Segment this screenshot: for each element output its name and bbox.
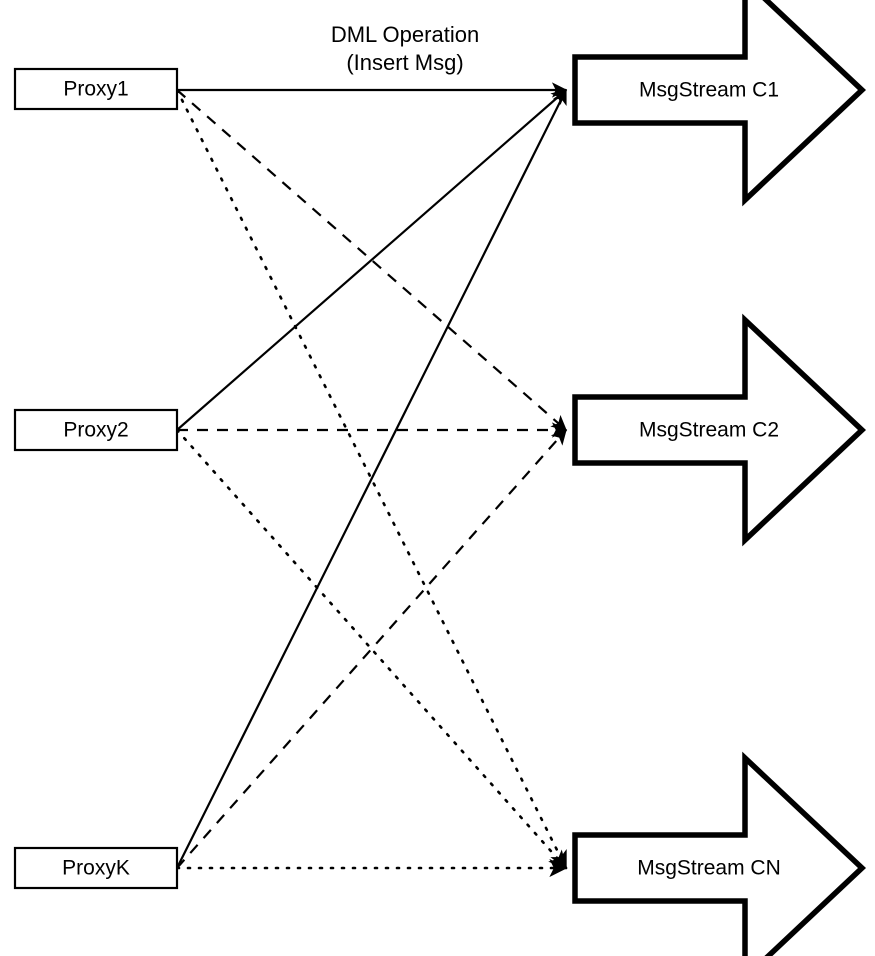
- edge-proxy2-to-msgstream-c1[interactable]: [176, 89, 567, 431]
- node-msgstream-cn[interactable]: MsgStream CN: [572, 751, 867, 956]
- dml-operation-caption: DML Operation (Insert Msg): [331, 22, 479, 75]
- msgstream-c2-arrow-shape[interactable]: [572, 313, 867, 547]
- edge-proxy1-to-msgstream-c2[interactable]: [176, 89, 567, 431]
- proxy1-label: Proxy1: [63, 78, 128, 101]
- proxyk-label: ProxyK: [62, 857, 130, 880]
- edge-proxyk-to-msgstream-c1[interactable]: [176, 88, 567, 869]
- msgstream-cn-arrow-shape[interactable]: [572, 751, 867, 956]
- dml-caption-line-2: (Insert Msg): [346, 50, 463, 75]
- node-proxy2[interactable]: Proxy2: [13, 408, 179, 452]
- edge-proxyk-to-msgstream-c2[interactable]: [176, 429, 567, 869]
- dml-caption-line-1: DML Operation: [331, 22, 479, 47]
- msgstream-c2-label: MsgStream C2: [639, 419, 779, 442]
- edge-proxy1-to-msgstream-cn[interactable]: [175, 88, 568, 870]
- node-proxy1[interactable]: Proxy1: [13, 67, 179, 111]
- node-msgstream-c2[interactable]: MsgStream C2: [572, 313, 867, 547]
- proxy2-label: Proxy2: [63, 419, 128, 442]
- msgstream-group: MsgStream C1 MsgStream C2 MsgStream CN: [572, 0, 867, 956]
- msgstream-c1-label: MsgStream C1: [639, 79, 779, 102]
- msgstream-cn-label: MsgStream CN: [637, 857, 781, 880]
- msgstream-c1-arrow-shape[interactable]: [572, 0, 867, 207]
- node-msgstream-c1[interactable]: MsgStream C1: [572, 0, 867, 207]
- proxy2-box[interactable]: [13, 408, 179, 452]
- node-proxyk[interactable]: ProxyK: [13, 846, 179, 890]
- edge-layer: [175, 82, 568, 878]
- proxyk-box[interactable]: [13, 846, 179, 890]
- proxy-node-group: Proxy1 Proxy2 ProxyK: [13, 67, 179, 890]
- proxy1-box[interactable]: [13, 67, 179, 111]
